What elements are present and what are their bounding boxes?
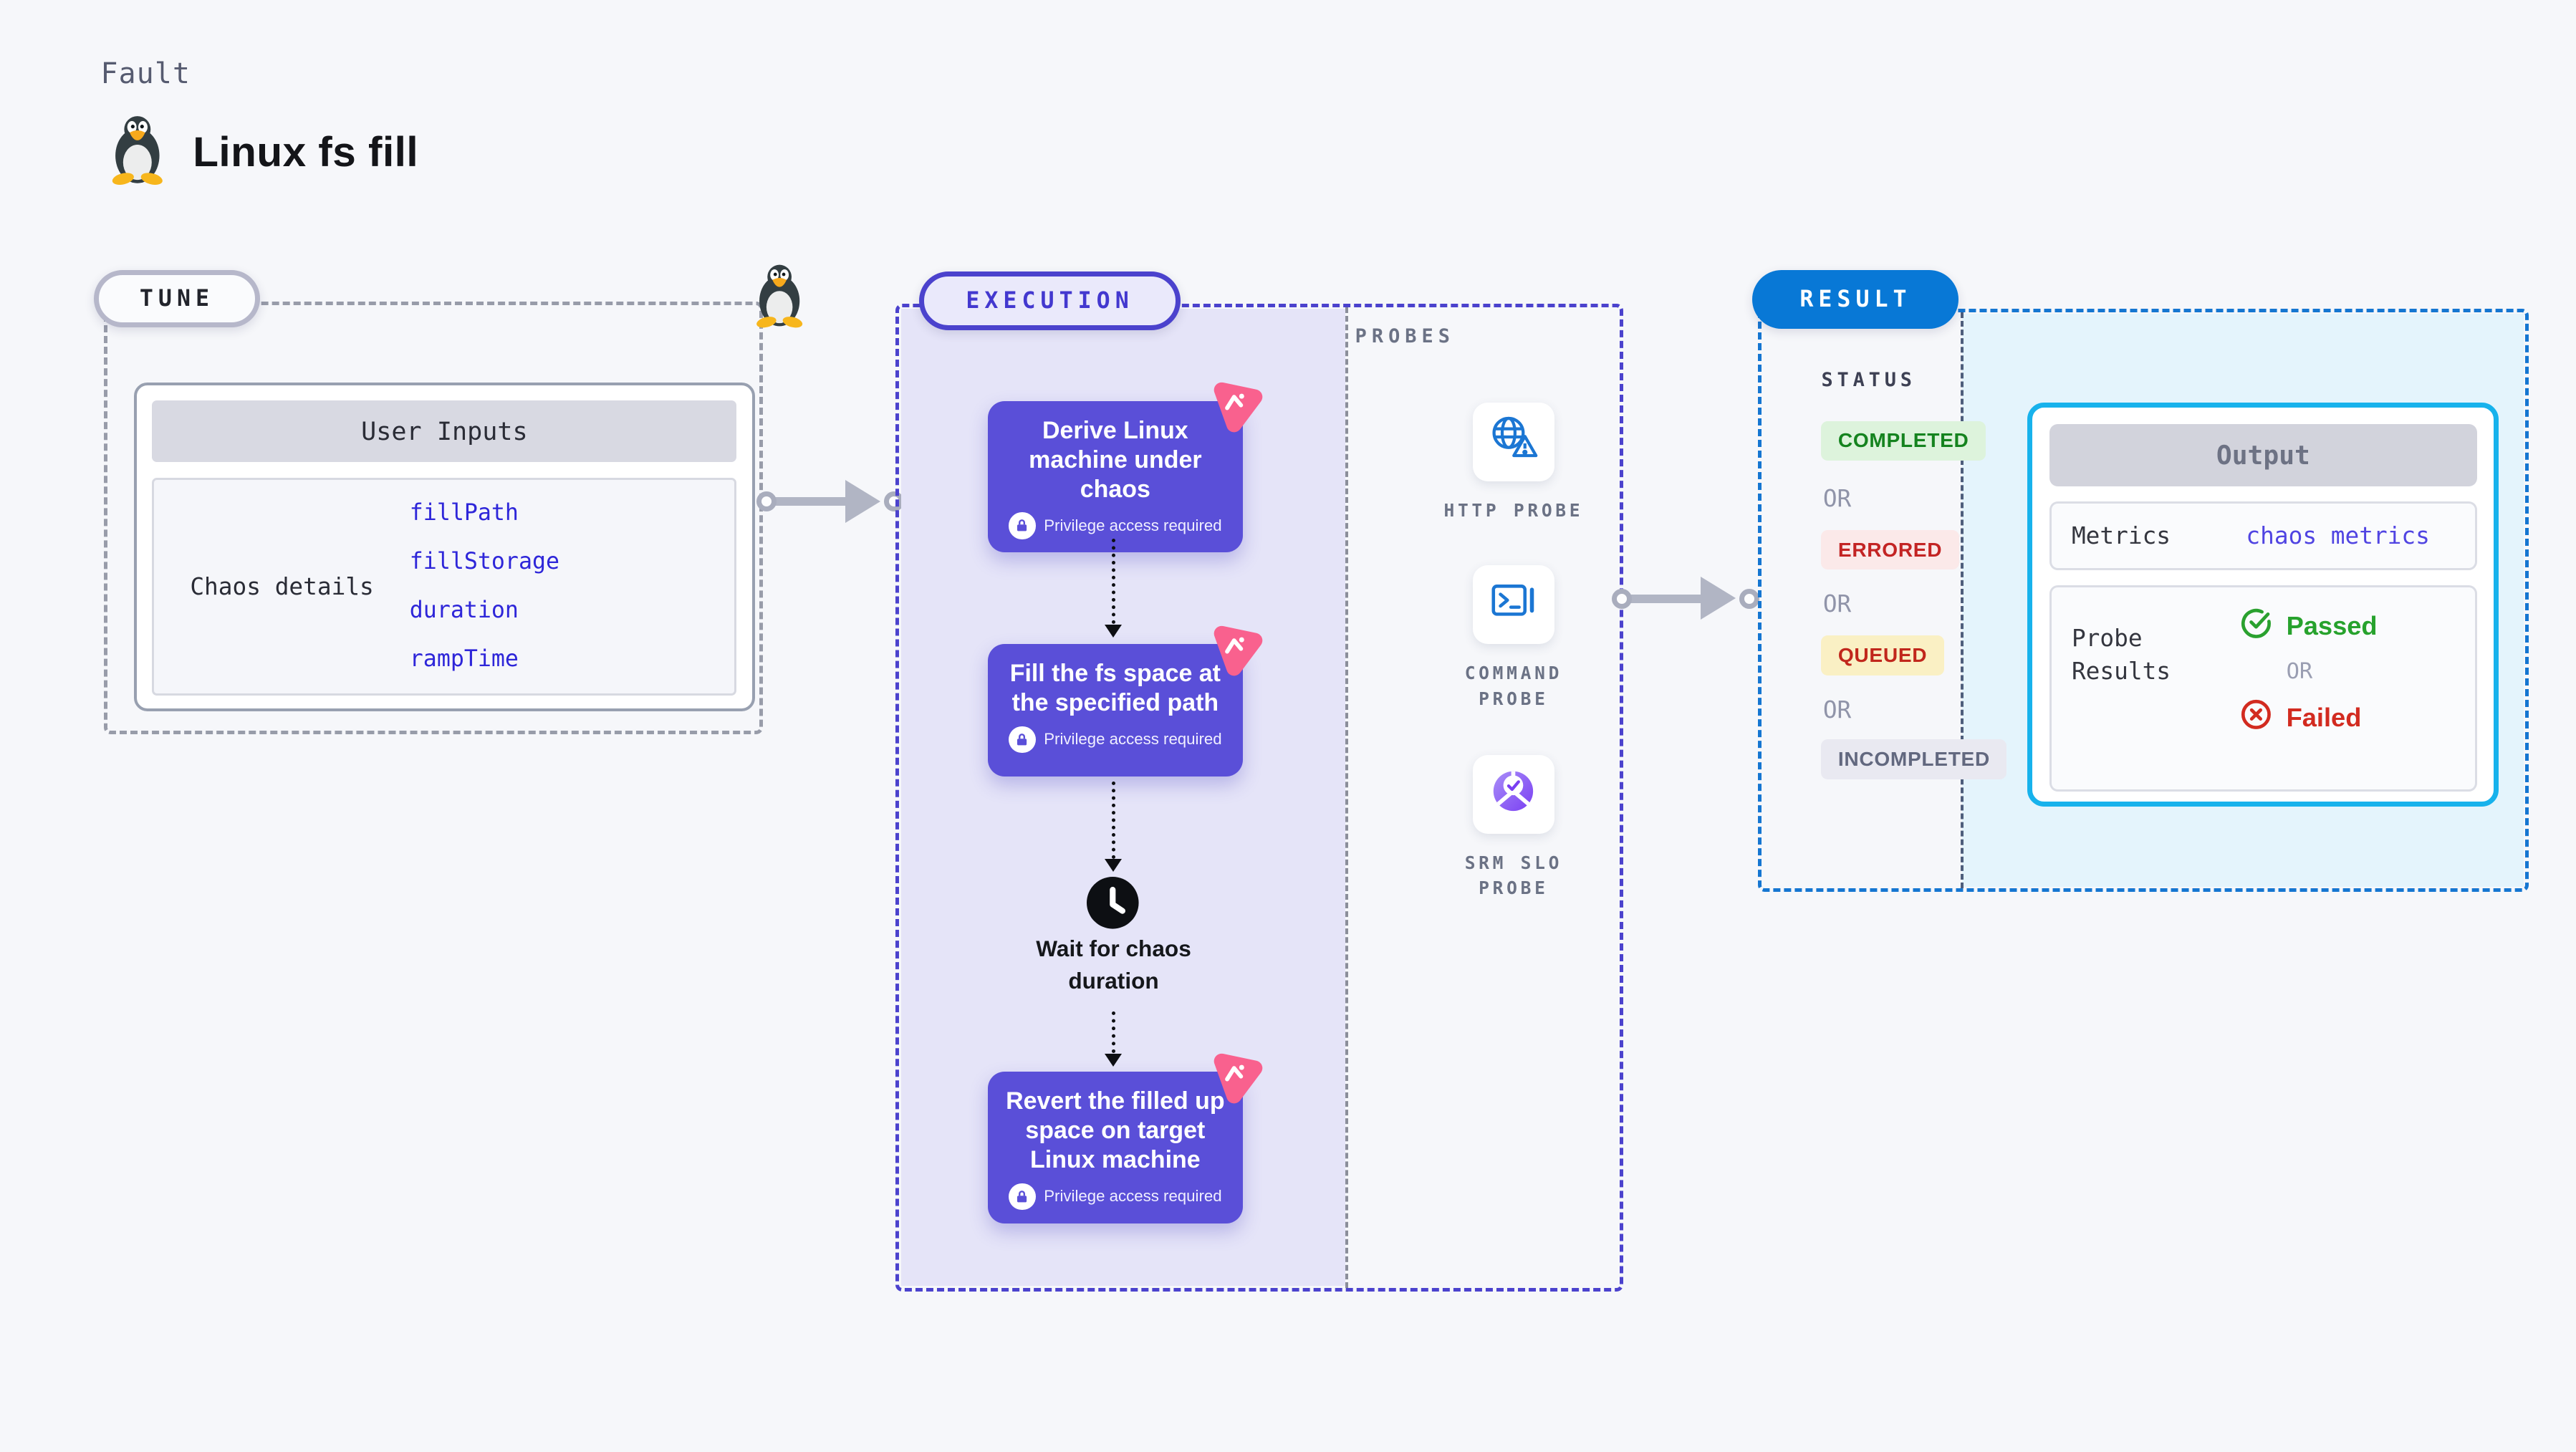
metrics-label: Metrics [2071, 521, 2171, 549]
privilege-note: Privilege access required [1003, 512, 1228, 539]
status-badge-incompleted: INCOMPLETED [1821, 739, 2007, 779]
probe-results-row: Probe Results Passed OR [2049, 585, 2477, 792]
input-value: duration [409, 597, 519, 623]
arrow-right-connector [1611, 577, 1759, 620]
probe-results-values: Passed OR Failed [2216, 606, 2378, 771]
input-value: rampTime [409, 645, 519, 672]
page-title: Linux fs fill [193, 129, 419, 176]
fault-kicker: Fault [100, 57, 191, 90]
title-row: Linux fs fill [104, 114, 418, 191]
x-circle-icon [2239, 698, 2273, 738]
probe-card-command [1472, 564, 1555, 644]
wait-step-label: Wait for chaos duration [1036, 935, 1191, 994]
slo-donut-icon [1486, 764, 1540, 824]
flow-arrow-down [1103, 538, 1123, 638]
passed-line: Passed [2239, 606, 2378, 646]
status-badge-completed: COMPLETED [1821, 420, 1986, 461]
passed-label: Passed [2286, 610, 2378, 640]
failed-line: Failed [2239, 698, 2378, 738]
step-card-revert-space: Revert the filled up space on target Lin… [987, 1053, 1262, 1223]
privilege-note: Privilege access required [1003, 1183, 1228, 1211]
step-title: Derive Linux machine under chaos [1029, 416, 1202, 503]
failed-label: Failed [2286, 702, 2362, 732]
user-inputs-body: Chaos details fillPath fillStorage durat… [152, 477, 737, 696]
result-section-label: RESULT [1752, 269, 1959, 329]
probe-results-label: Probe Results [2071, 625, 2171, 685]
lock-icon [1009, 726, 1036, 754]
lock-icon [1009, 512, 1036, 539]
probe-label-srm-slo: SRM SLO PROBE [1464, 852, 1563, 899]
tux-penguin-icon [104, 114, 171, 191]
clock-icon [1087, 877, 1139, 936]
step-title: Fill the fs space at the specified path [1009, 660, 1221, 717]
input-value: fillPath [409, 500, 519, 527]
probe-card-srm-slo [1472, 754, 1555, 834]
metrics-value: chaos metrics [2246, 521, 2430, 549]
terminal-icon [1486, 574, 1540, 635]
or-separator: OR [1822, 696, 1852, 723]
user-inputs-card: User Inputs Chaos details fillPath fillS… [134, 382, 755, 711]
status-heading: STATUS [1821, 369, 1916, 392]
or-separator: OR [1822, 590, 1852, 618]
chaos-details-label: Chaos details [190, 572, 374, 600]
result-lane-divider [1961, 312, 1964, 889]
step-card-derive-machine: Derive Linux machine under chaos Privile… [987, 382, 1262, 553]
status-badge-queued: QUEUED [1821, 635, 1944, 675]
chaos-logo-icon [1208, 379, 1263, 434]
check-circle-icon [2239, 606, 2273, 646]
lock-icon [1009, 1183, 1036, 1211]
tune-section-label: TUNE [94, 269, 260, 327]
flow-arrow-down [1103, 1011, 1123, 1067]
output-card: Output Metrics chaos metrics Probe Resul… [2027, 402, 2499, 807]
input-value: fillStorage [409, 549, 560, 574]
tune-section [104, 302, 764, 735]
or-separator: OR [2286, 659, 2313, 685]
probe-card-http [1472, 402, 1555, 481]
globe-alert-icon [1486, 412, 1540, 472]
privilege-note-text: Privilege access required [1044, 730, 1222, 749]
probe-label-command: COMMAND PROBE [1464, 663, 1563, 709]
metrics-row: Metrics chaos metrics [2049, 501, 2477, 570]
probe-label-http: HTTP PROBE [1443, 500, 1584, 521]
user-inputs-header: User Inputs [152, 400, 737, 463]
chaos-logo-icon [1208, 622, 1263, 678]
probes-lane-label: PROBES [1355, 325, 1455, 348]
status-badge-errored: ERRORED [1821, 529, 1959, 570]
chaos-details-values: fillPath fillStorage duration rampTime [410, 495, 559, 678]
execution-section-label: EXECUTION [918, 271, 1181, 331]
tux-penguin-icon-small [749, 261, 809, 335]
chaos-logo-icon [1208, 1050, 1263, 1105]
output-header: Output [2049, 424, 2477, 486]
privilege-note-text: Privilege access required [1044, 516, 1222, 534]
probes-lane-divider [1345, 307, 1348, 1288]
step-title: Revert the filled up space on target Lin… [1006, 1087, 1225, 1173]
step-card-fill-fs: Fill the fs space at the specified path … [987, 625, 1262, 777]
privilege-note-text: Privilege access required [1044, 1187, 1222, 1206]
arrow-right-connector [756, 479, 904, 524]
or-separator: OR [1822, 484, 1852, 512]
privilege-note: Privilege access required [1003, 726, 1228, 754]
flow-arrow-down [1103, 781, 1123, 872]
